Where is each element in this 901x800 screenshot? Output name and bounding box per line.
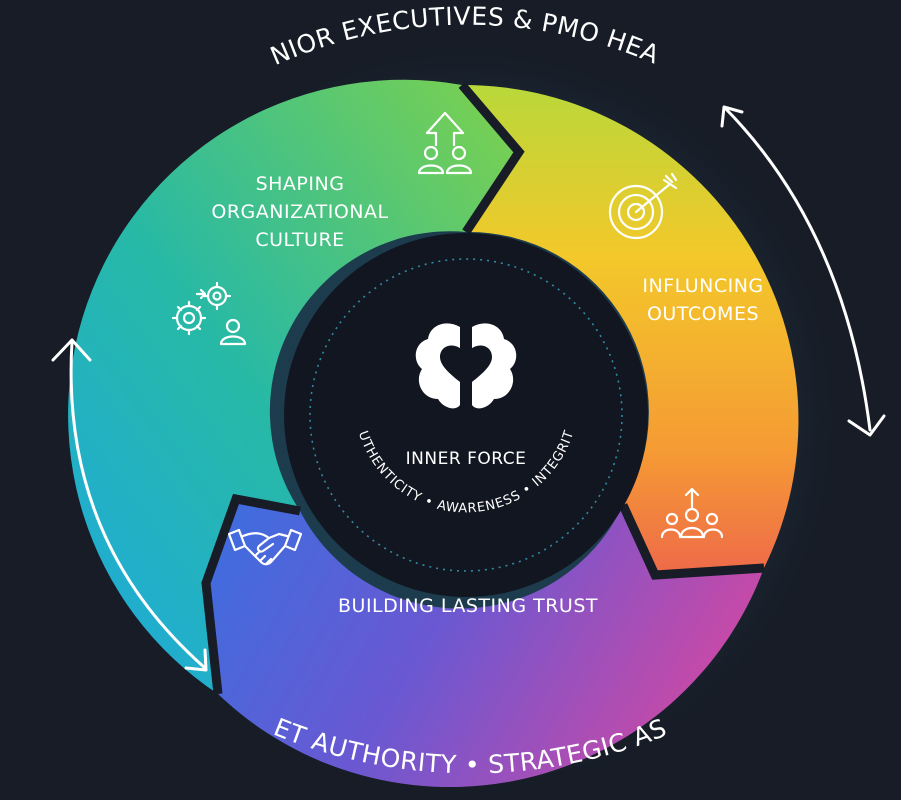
brain-heart-icon xyxy=(415,323,517,409)
segment-trust xyxy=(206,499,764,788)
target-icon xyxy=(608,172,678,240)
culture-line1: SHAPING xyxy=(256,173,345,195)
segment-culture xyxy=(68,79,519,695)
segment-outcomes xyxy=(462,84,799,575)
gears-person-icon xyxy=(171,281,247,346)
outcomes-line1: INFLUNCING xyxy=(642,275,763,297)
culture-line3: CULTURE xyxy=(255,229,344,251)
inner-force-label: INNER FORCE xyxy=(406,449,527,469)
core-dotted-ring xyxy=(309,258,623,572)
cycle-arrow-right-icon xyxy=(720,105,886,437)
outcomes-line2: OUTCOMES xyxy=(647,303,759,325)
cycle-arrow-left-icon xyxy=(51,338,208,672)
trust-label: BUILDING LASTING TRUST xyxy=(338,595,598,617)
team-up-icon xyxy=(660,487,724,539)
segment-divider-right xyxy=(618,503,765,580)
inner-core xyxy=(284,233,648,597)
segment-divider-top xyxy=(458,82,525,235)
culture-line2: ORGANIZATIONAL xyxy=(211,201,388,223)
segment-divider-left xyxy=(201,493,301,695)
handshake-icon xyxy=(227,528,303,566)
growth-team-icon xyxy=(417,111,473,175)
